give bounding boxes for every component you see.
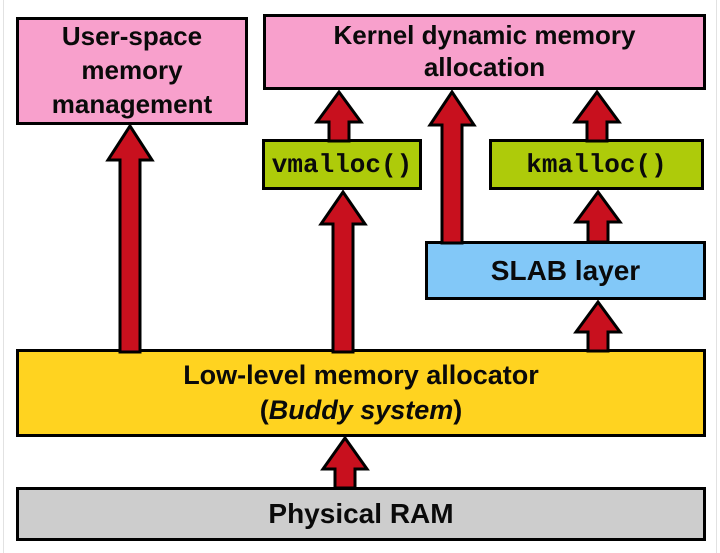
node-kmalloc: kmalloc(): [489, 139, 704, 190]
node-label-line: Kernel dynamic memory: [333, 20, 636, 51]
node-label: Physical RAM: [268, 498, 454, 529]
arrow-vmalloc-to-kernel: [314, 89, 364, 143]
arrow-buddy-to-slab: [573, 299, 623, 353]
node-user-space-memory-management: User-space memory management: [16, 17, 248, 125]
screenshot-left-edge: [3, 0, 4, 553]
screenshot-right-edge: [716, 0, 717, 553]
node-slab-layer: SLAB layer: [425, 241, 706, 300]
node-label: kmalloc(): [526, 149, 667, 180]
node-label-line: Low-level memory allocator: [183, 359, 539, 390]
node-label-line: allocation: [423, 52, 546, 82]
node-label-line: memory: [81, 55, 183, 86]
node-label-line: User-space: [61, 21, 203, 52]
arrow-ram-to-buddy: [320, 435, 370, 490]
node-label-line: (Buddy system): [259, 395, 463, 425]
arrow-slab-to-kmalloc: [573, 189, 623, 244]
arrow-buddy-to-vmalloc: [318, 189, 368, 354]
arrow-slab-to-kernel: [427, 89, 477, 245]
node-label: vmalloc(): [271, 149, 413, 180]
node-physical-ram: Physical RAM: [16, 487, 706, 541]
buddy-system-italic-label: Buddy system: [268, 395, 454, 425]
node-label: SLAB layer: [490, 254, 641, 286]
arrow-buddy-to-user-space: [105, 123, 155, 354]
node-kernel-dynamic-memory-allocation: Kernel dynamic memory allocation: [263, 14, 706, 90]
node-vmalloc: vmalloc(): [262, 139, 422, 190]
node-label-line: management: [51, 88, 213, 119]
arrow-kmalloc-to-kernel: [572, 89, 622, 143]
node-low-level-memory-allocator: Low-level memory allocator (Buddy system…: [16, 349, 706, 437]
